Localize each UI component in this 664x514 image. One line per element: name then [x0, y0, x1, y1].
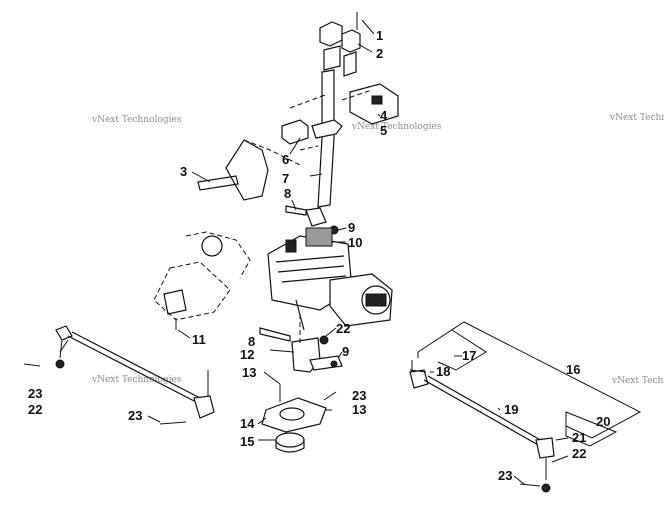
- watermark-center: vNext Technologies: [351, 122, 442, 132]
- callout-22-center: 22: [336, 321, 350, 336]
- left-stud: [59, 339, 63, 359]
- right-tie-rod-shaft: [423, 379, 541, 447]
- callout-2: 2: [376, 46, 383, 61]
- lower-clamp-left: [323, 45, 341, 71]
- callout-3: 3: [180, 164, 187, 179]
- nut-22-left: [55, 359, 65, 369]
- callout-18: 18: [436, 364, 450, 379]
- left-rod-end-inner: [55, 325, 73, 341]
- callout-12: 12: [240, 347, 254, 362]
- frame-bushing: [201, 235, 223, 257]
- left-tie-rod-shaft: [67, 335, 201, 405]
- callout-8-upper: 8: [284, 186, 291, 201]
- callout-labels: 1 2 3 4 5 6 7 8 9 10 11 8 12 22 9 13 23 …: [28, 28, 610, 483]
- callout-7: 7: [282, 171, 289, 186]
- callout-13-left: 13: [242, 365, 256, 380]
- bracket-20: [565, 411, 618, 447]
- upper-clamp-left: [319, 21, 343, 47]
- callout-11: 11: [192, 332, 206, 347]
- bearing-side: [275, 440, 305, 453]
- bracket-guide-line: [243, 139, 301, 166]
- bolt-3: [197, 175, 239, 191]
- watermark-right: vNext Technologies: [609, 113, 664, 123]
- eps-fins: [275, 255, 347, 283]
- watermark-left: vNext Technologies: [91, 115, 182, 125]
- callout-1: 1: [376, 28, 383, 43]
- callout-17: 17: [462, 348, 476, 363]
- callout-16: 16: [566, 362, 580, 377]
- left-rod-end-outer: [193, 395, 215, 419]
- cotter-23-right: [519, 483, 541, 487]
- bolt-8-upper: [285, 205, 307, 216]
- right-rod-end-inner: [409, 369, 429, 389]
- mount-bracket: [225, 139, 269, 201]
- right-tie-rod: [409, 321, 642, 493]
- callout-10: 10: [348, 235, 362, 250]
- callout-13-right: 13: [352, 402, 366, 417]
- callout-20: 20: [596, 414, 610, 429]
- callout-22-left: 22: [28, 402, 42, 417]
- assembly-bracket-16: [417, 321, 642, 439]
- left-tie-rod: [23, 325, 215, 425]
- upper-clamp-right: [341, 29, 361, 53]
- callout-9-upper: 9: [348, 220, 355, 235]
- bearing-plate-hole: [279, 407, 305, 421]
- callout-5: 5: [380, 123, 387, 138]
- callout-9-lower: 9: [342, 344, 349, 359]
- bushing-6: [281, 119, 309, 145]
- callout-23-mid: 23: [128, 408, 142, 423]
- leader-lines: [59, 19, 569, 485]
- frame-dashed-outline: [153, 231, 251, 321]
- callout-15: 15: [240, 434, 254, 449]
- column-mount-lines: [289, 89, 373, 151]
- bracket-nut: [371, 95, 383, 105]
- cotter-23-left: [23, 363, 41, 367]
- callout-23-left: 23: [28, 386, 42, 401]
- bracket-17: [417, 329, 487, 371]
- callout-14: 14: [240, 416, 255, 431]
- eps-motor-label: [365, 293, 387, 307]
- callout-6: 6: [282, 152, 289, 167]
- bolt-8-lower: [259, 327, 291, 342]
- callout-22-right: 22: [572, 446, 586, 461]
- left-tie-rod-shaft-edge: [71, 331, 205, 401]
- watermark-lower-right: vNext Technologies: [611, 376, 664, 386]
- frame-outline: [153, 231, 251, 330]
- power-steering-unit: [267, 227, 393, 331]
- flange-bearing: [311, 119, 343, 139]
- right-tie-rod-shaft-edge: [427, 375, 545, 443]
- watermark-lower-left: vNext Technologies: [91, 375, 182, 385]
- nut-22-right: [541, 483, 551, 493]
- callout-21: 21: [572, 430, 586, 445]
- lower-assembly: [259, 314, 343, 453]
- nut-9-lower: [330, 360, 338, 368]
- callout-19: 19: [504, 402, 518, 417]
- bearing: [275, 432, 305, 448]
- callout-4: 4: [380, 108, 388, 123]
- steering-column: [197, 12, 399, 235]
- column-shaft: [317, 69, 335, 208]
- cotter-23-mid: [159, 421, 187, 425]
- column-coupler: [305, 207, 327, 227]
- eps-connector: [285, 239, 297, 253]
- nut-22-center: [319, 335, 329, 345]
- callout-23-right: 23: [498, 468, 512, 483]
- frame-tab: [163, 289, 187, 315]
- callout-23-center: 23: [352, 388, 366, 403]
- lower-clamp-right: [343, 51, 357, 77]
- right-rod-end-outer: [535, 437, 555, 459]
- callout-8-lower: 8: [248, 334, 255, 349]
- eps-input-shaft: [305, 227, 333, 247]
